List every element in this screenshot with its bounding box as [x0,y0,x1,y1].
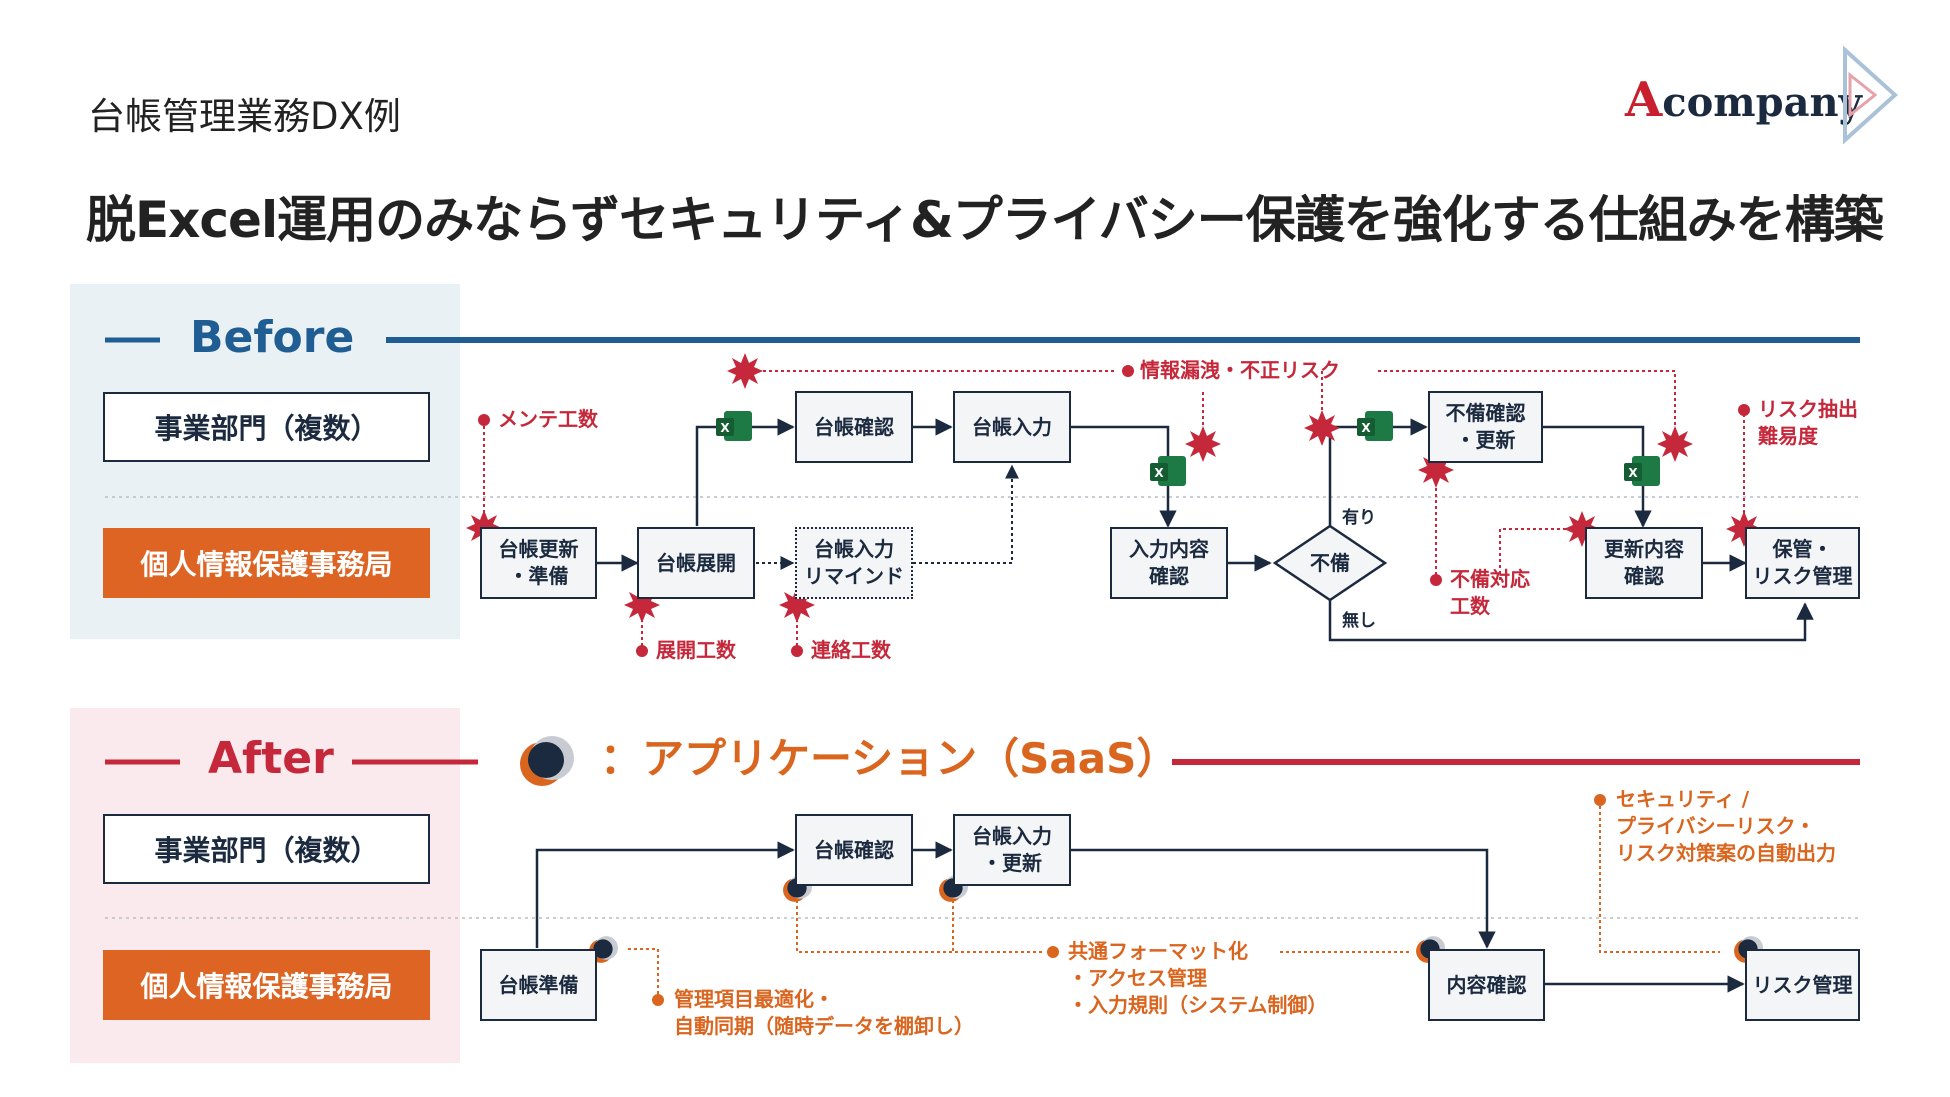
step-daicho-nyuryoku-after: 台帳入力 ・更新 [953,814,1071,886]
step-daicho-kakunin-after: 台帳確認 [795,814,913,886]
lane-privacy-after: 個人情報保護事務局 [103,950,430,1020]
before-label: Before [190,312,355,363]
step-daicho-tenkai: 台帳展開 [637,527,755,599]
excel-icon: X [716,411,752,441]
note-roei: 情報漏洩・不正リスク [1140,358,1340,382]
svg-text:X: X [720,421,730,435]
decision-fubi: 不備 [1310,550,1350,575]
step-daicho-koshin: 台帳更新 ・準備 [480,527,597,599]
note-security-auto: セキュリティ / プライバシーリスク・ リスク対策案の自動出力 [1616,787,1836,865]
note-mente: メンテ工数 [498,407,598,431]
lane-privacy-before: 個人情報保護事務局 [103,528,430,598]
company-logo: Acompany [1625,72,1862,128]
lane-business-after: 事業部門（複数） [103,814,430,884]
step-remind: 台帳入力 リマインド [795,527,913,599]
step-naiyo-kakunin: 内容確認 [1428,949,1545,1021]
svg-text:X: X [1361,421,1371,435]
note-risk-chushutsu: リスク抽出 難易度 [1758,397,1858,448]
note-kanri-komoku: 管理項目最適化・ 自動同期（随時データを棚卸し） [674,987,974,1038]
page-subtitle: 台帳管理業務DX例 [88,95,401,138]
note-kyotsu-format: 共通フォーマット化 ・アクセス管理 ・入力規則（システム制御） [1068,939,1328,1017]
step-fubi-kakunin: 不備確認 ・更新 [1428,391,1543,463]
step-nyuryoku-kakunin: 入力内容 確認 [1110,527,1228,599]
logo-triangle-icon [1843,45,1898,145]
note-renraku: 連絡工数 [811,638,891,662]
lane-business-before: 事業部門（複数） [103,392,430,462]
after-label: After [208,733,334,784]
svg-text:X: X [1154,466,1164,480]
note-tenkai: 展開工数 [656,638,736,662]
branch-yes-label: 有り [1342,508,1376,528]
step-risk-kanri: リスク管理 [1745,949,1860,1021]
step-koshin-kakunin: 更新内容 確認 [1585,527,1703,599]
note-fubi-taio: 不備対応 工数 [1450,567,1530,618]
branch-no-label: 無し [1342,611,1376,631]
page-title: 脱Excel運用のみならずセキュリティ&プライバシー保護を強化する仕組みを構築 [86,191,1884,249]
step-daicho-nyuryoku-before: 台帳入力 [953,391,1071,463]
step-daicho-junbi: 台帳準備 [480,949,597,1021]
step-daicho-kakunin-before: 台帳確認 [795,391,913,463]
step-hokan-risk: 保管・ リスク管理 [1745,527,1860,599]
svg-text:X: X [1628,466,1638,480]
saas-legend: ：アプリケーション（SaaS） [600,734,1179,783]
